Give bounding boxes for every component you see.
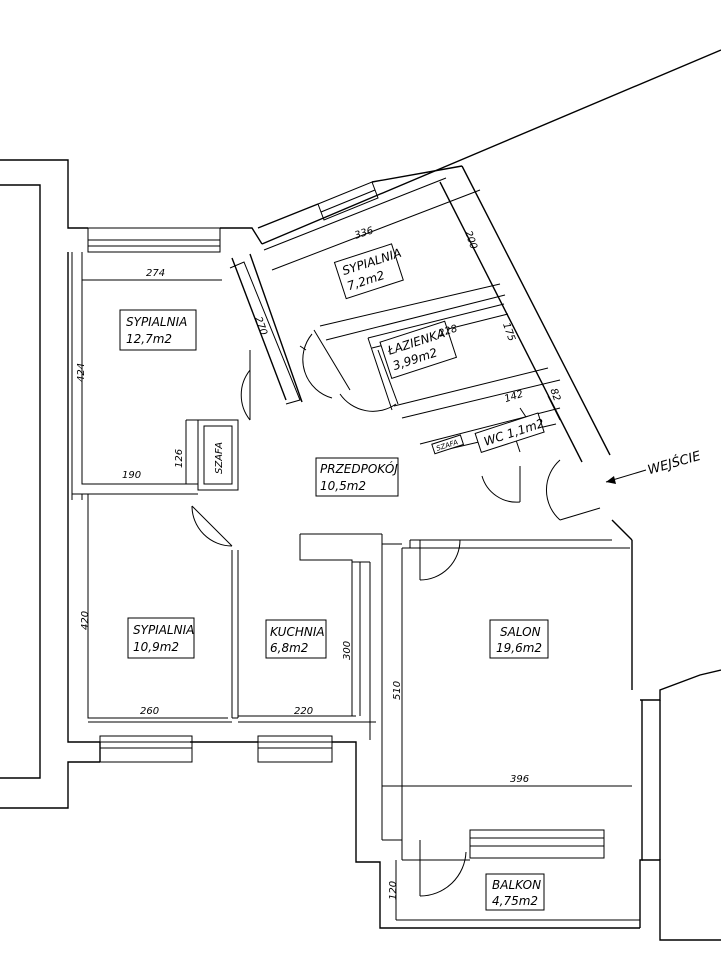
dimension-200: 200 — [462, 229, 479, 251]
room-name-balkon: BALKON — [492, 878, 541, 892]
dimension-126: 126 — [174, 449, 185, 468]
room-labels: SYPIALNIA 12,7m2 SYPIALNIA 7,2m2 ŁAZIENK… — [119, 243, 549, 911]
room-name-szafa-1: SZAFA — [214, 442, 225, 474]
room-name-kuchnia: KUCHNIA — [270, 625, 325, 639]
dimension-175: 175 — [500, 321, 517, 343]
dimension-336: 336 — [353, 225, 375, 241]
dimension-142: 142 — [503, 389, 525, 405]
windows — [87, 181, 605, 859]
doors — [191, 333, 601, 897]
dimension-396: 396 — [510, 774, 529, 785]
dimension-120: 120 — [388, 881, 399, 900]
entrance-marker: WEJŚCIE — [605, 448, 703, 484]
dimension-190: 190 — [122, 470, 141, 481]
room-name-przedpokoj: PRZEDPOKÓJ — [320, 461, 398, 476]
interior-walls — [71, 177, 640, 921]
outer-walls — [0, 49, 721, 941]
room-name-wc: WC — [482, 429, 506, 449]
dimension-420: 420 — [80, 611, 91, 630]
room-name-szafa-2: SZAFA — [435, 438, 459, 453]
dimension-82: 82 — [547, 387, 562, 403]
dimension-220: 220 — [294, 706, 313, 717]
room-name-sypialnia-3: SYPIALNIA — [133, 623, 194, 637]
dimension-274: 274 — [146, 268, 165, 279]
room-area-sypialnia-1: 12,7m2 — [126, 332, 172, 346]
entrance-label: WEJŚCIE — [646, 448, 703, 479]
room-name-salon: SALON — [500, 625, 541, 639]
dimension-260: 260 — [140, 706, 159, 717]
dimension-510: 510 — [392, 681, 403, 700]
room-area-salon: 19,6m2 — [496, 641, 542, 655]
dimension-270: 270 — [252, 315, 269, 337]
room-area-sypialnia-3: 10,9m2 — [133, 640, 179, 654]
room-area-balkon: 4,75m2 — [492, 894, 538, 908]
dimension-300: 300 — [342, 641, 353, 660]
entrance-arrow-icon — [606, 476, 616, 484]
room-name-sypialnia-1: SYPIALNIA — [126, 315, 187, 329]
dimension-424: 424 — [76, 363, 87, 382]
room-area-przedpokoj: 10,5m2 — [320, 479, 366, 493]
dimension-labels: 274 424 270 126 190 336 200 228 175 142 … — [76, 225, 562, 900]
room-area-kuchnia: 6,8m2 — [270, 641, 308, 655]
